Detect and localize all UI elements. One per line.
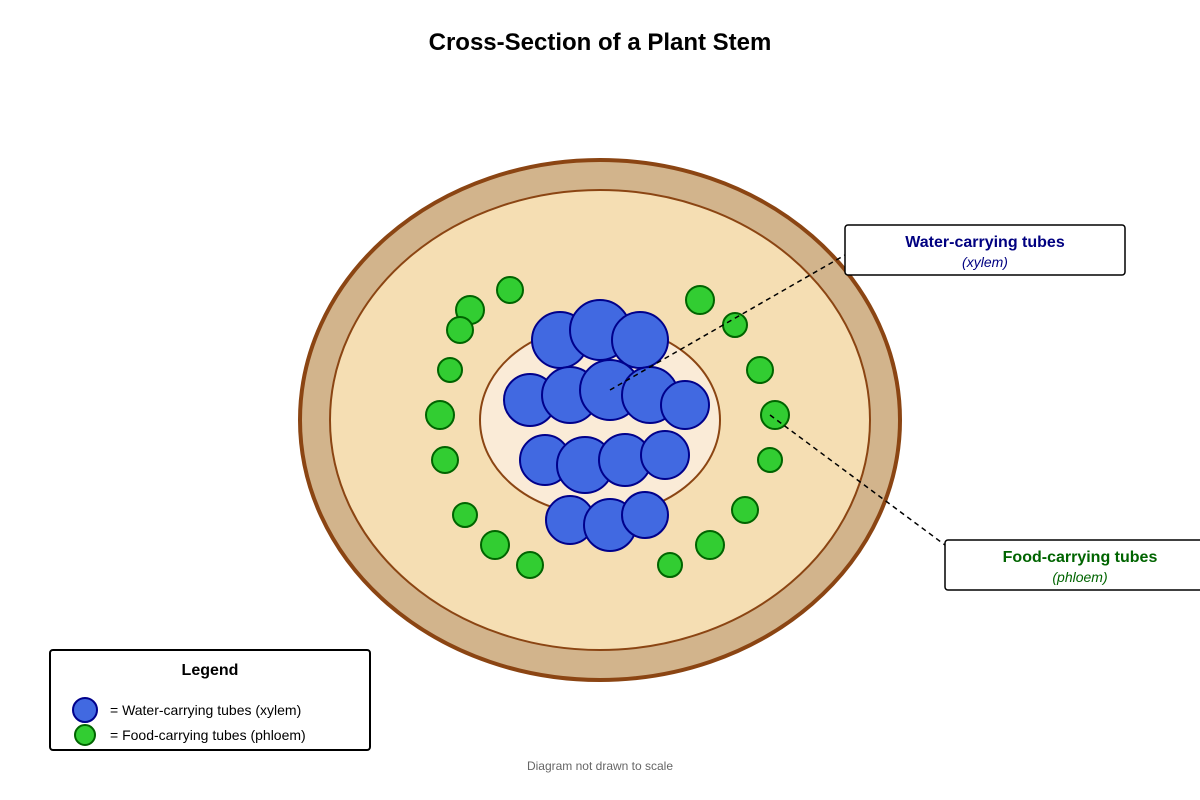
xylem-tube	[640, 430, 690, 480]
legend-xylem-label: = Water-carrying tubes (xylem)	[110, 702, 301, 718]
xylem-tube	[611, 311, 669, 369]
phloem-tubes	[425, 276, 790, 579]
xylem-callout: Water-carrying tubes (xylem)	[844, 224, 1126, 276]
phloem-tube	[685, 285, 715, 315]
phloem-callout: Food-carrying tubes (phloem)	[944, 539, 1200, 591]
phloem-tube	[452, 502, 478, 528]
legend-box	[49, 649, 371, 751]
phloem-tube	[657, 552, 683, 578]
phloem-tube	[757, 447, 783, 473]
diagram-title: Cross-Section of a Plant Stem	[429, 29, 772, 56]
phloem-tube	[496, 276, 524, 304]
xylem-leader-line	[609, 254, 846, 391]
phloem-tube	[480, 530, 510, 560]
phloem-tube	[437, 357, 463, 383]
phloem-tube	[731, 496, 759, 524]
phloem-leader-line	[769, 414, 946, 546]
phloem-tube	[431, 446, 459, 474]
legend-phloem-label: = Food-carrying tubes (phloem)	[110, 727, 306, 743]
xylem-tubes	[503, 299, 710, 552]
phloem-tube	[446, 316, 474, 344]
legend-xylem-swatch	[72, 697, 98, 723]
xylem-callout-box	[844, 224, 1126, 276]
phloem-tube	[722, 312, 748, 338]
phloem-tube	[516, 551, 544, 579]
phloem-tube	[746, 356, 774, 384]
phloem-tube	[425, 400, 455, 430]
phloem-callout-subtitle: (phloem)	[1052, 569, 1107, 585]
legend-phloem-swatch	[74, 724, 96, 746]
legend: Legend = Water-carrying tubes (xylem) = …	[49, 649, 371, 751]
scale-footnote: Diagram not drawn to scale	[527, 759, 673, 773]
xylem-tube	[621, 491, 669, 539]
xylem-callout-title: Water-carrying tubes	[905, 234, 1065, 251]
xylem-callout-subtitle: (xylem)	[962, 254, 1008, 270]
phloem-callout-title: Food-carrying tubes	[1003, 549, 1158, 566]
phloem-tube	[760, 400, 790, 430]
legend-title: Legend	[182, 662, 239, 679]
xylem-tube	[660, 380, 710, 430]
phloem-callout-box	[944, 539, 1200, 591]
phloem-tube	[695, 530, 725, 560]
